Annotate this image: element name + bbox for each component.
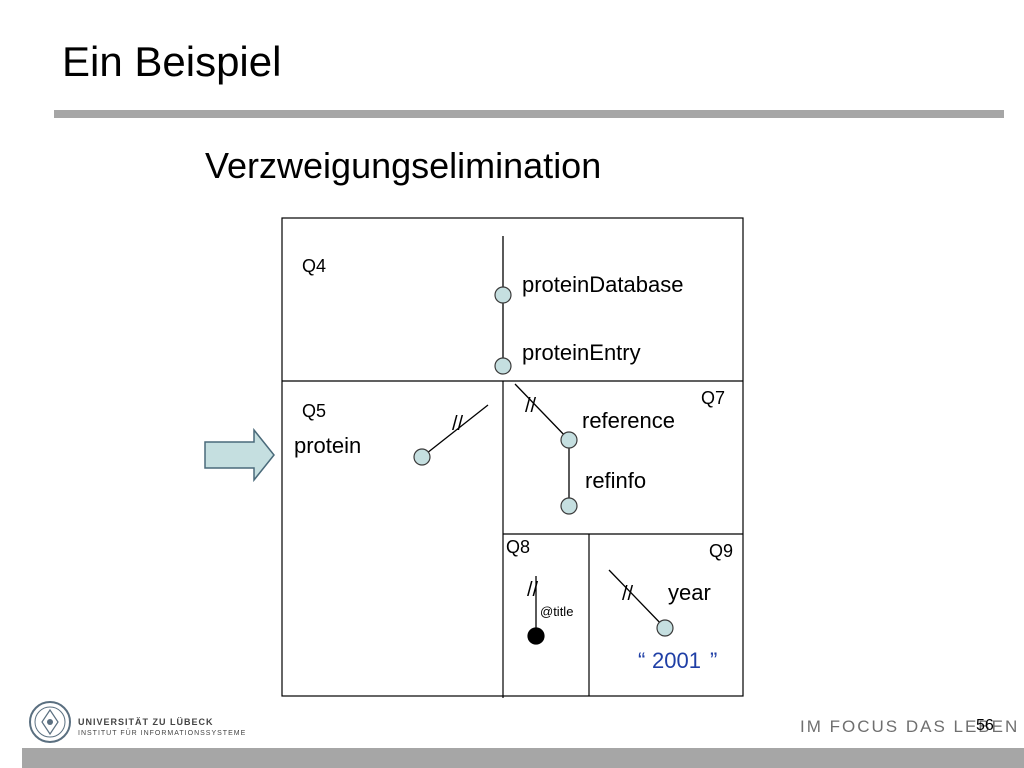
region-label-q5: Q5	[302, 401, 326, 421]
year-value-close-quote: ”	[710, 648, 717, 673]
year-edge	[608, 569, 666, 629]
protein-edge	[421, 404, 489, 458]
year-value: 2001	[652, 648, 701, 673]
protein-database-node	[494, 286, 512, 304]
title-attribute-label: @title	[540, 604, 573, 619]
protein-node	[413, 448, 431, 466]
footer-bar	[22, 748, 1024, 768]
page-number: 56	[976, 717, 994, 734]
reference-label: reference	[582, 408, 675, 433]
refinfo-node	[560, 497, 578, 515]
title-descendant-axis: //	[527, 579, 539, 601]
year-value-open-quote: “	[638, 648, 645, 673]
year-label: year	[668, 580, 711, 605]
protein-label: protein	[294, 433, 361, 458]
footer-tagline: IM FOCUS DAS LEBEN	[800, 717, 1020, 736]
slide-subtitle: Verzweigungselimination	[205, 145, 602, 186]
reference-node	[560, 431, 578, 449]
protein-database-label: proteinDatabase	[522, 272, 683, 297]
region-label-q8: Q8	[506, 537, 530, 557]
region-label-q9: Q9	[709, 541, 733, 561]
diagram-frame	[281, 217, 744, 697]
year-node	[656, 619, 674, 637]
refinfo-label: refinfo	[585, 468, 646, 493]
university-seal-icon	[29, 701, 71, 743]
slide-title: Ein Beispiel	[62, 38, 282, 85]
title-rule	[54, 110, 1004, 118]
year-descendant-axis: //	[622, 583, 634, 605]
protein-entry-label: proteinEntry	[522, 340, 641, 365]
title-attribute-node	[527, 627, 545, 645]
reference-edge	[514, 383, 570, 441]
institute-name: INSTITUT FÜR INFORMATIONSSYSTEME	[78, 730, 247, 737]
protein-entry-node	[494, 357, 512, 375]
protein-descendant-axis: //	[452, 413, 464, 435]
region-label-q7: Q7	[701, 388, 725, 408]
university-name: UNIVERSITÄT ZU LÜBECK	[78, 717, 214, 727]
region-label-q4: Q4	[302, 256, 326, 276]
reference-descendant-axis: //	[525, 395, 537, 417]
input-arrow	[204, 427, 275, 483]
